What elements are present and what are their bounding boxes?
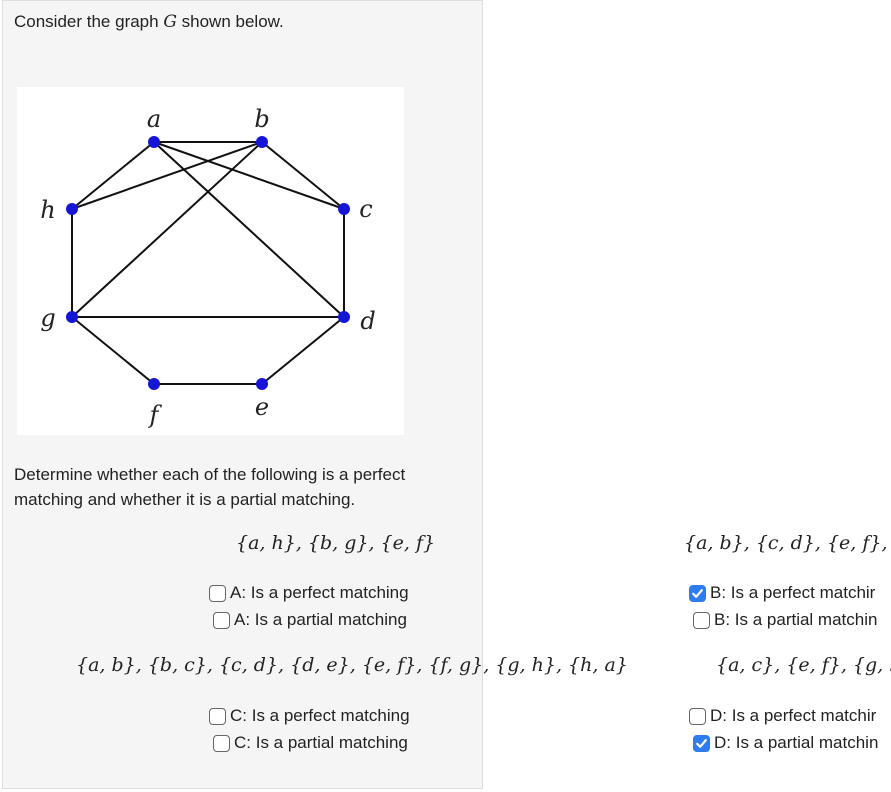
edge-b-g — [71, 141, 263, 318]
option-c-perfect-label: C: Is a perfect matching — [230, 706, 410, 725]
prompt-line-2: matching and whether it is a partial mat… — [14, 490, 356, 509]
graph-variable: G — [163, 12, 177, 32]
option-d-perfect-label: D: Is a perfect matchir — [710, 706, 877, 725]
option-c-perfect[interactable]: C: Is a perfect matching — [209, 705, 410, 727]
prompt-text: Determine whether each of the following … — [14, 462, 405, 512]
option-a-partial-label: A: Is a partial matching — [234, 610, 407, 629]
option-b-perfect-label: B: Is a perfect matchir — [710, 583, 876, 602]
set-b: {a, b}, {c, d}, {e, f}, {g — [684, 532, 891, 554]
option-b-perfect[interactable]: B: Is a perfect matchir — [689, 582, 875, 604]
edge-f-g — [71, 316, 155, 385]
checkmark-icon — [692, 588, 703, 598]
edge-a-d — [153, 141, 345, 318]
vertex-label-h: h — [40, 196, 55, 224]
option-d-partial-label: D: Is a partial matchin — [714, 733, 879, 752]
option-c-partial[interactable]: C: Is a partial matching — [213, 732, 408, 754]
checkbox-d-perfect[interactable] — [689, 707, 706, 725]
set-a: {a, h}, {b, g}, {e, f} — [236, 532, 436, 554]
vertex-label-b: b — [254, 105, 269, 133]
option-a-perfect[interactable]: A: Is a perfect matching — [209, 582, 409, 604]
checkbox-d-partial[interactable] — [693, 734, 710, 752]
option-d-partial[interactable]: D: Is a partial matchin — [693, 732, 878, 754]
edge-d-e — [261, 316, 345, 385]
option-a-perfect-label: A: Is a perfect matching — [230, 583, 409, 602]
option-a-partial[interactable]: A: Is a partial matching — [213, 609, 407, 631]
checkbox-c-perfect[interactable] — [209, 707, 226, 725]
checkmark-icon — [696, 738, 707, 748]
checkbox-a-partial[interactable] — [213, 611, 230, 629]
vertex-label-e: e — [255, 393, 269, 421]
edge-b-c — [261, 141, 345, 210]
vertex-h — [66, 203, 78, 215]
vertex-c — [338, 203, 350, 215]
edge-a-h — [71, 141, 155, 210]
vertex-label-a: a — [147, 105, 161, 133]
option-b-partial-label: B: Is a partial matchin — [714, 610, 878, 629]
checkbox-b-partial[interactable] — [693, 611, 710, 629]
vertex-g — [66, 311, 78, 323]
vertex-f — [148, 378, 160, 390]
graph-svg: a b c d e f g h — [40, 105, 375, 429]
checkbox-a-perfect[interactable] — [209, 584, 226, 602]
option-c-partial-label: C: Is a partial matching — [234, 733, 408, 752]
set-d: {a, c}, {e, f}, {g, h} — [716, 654, 891, 676]
checkbox-c-partial[interactable] — [213, 734, 230, 752]
vertex-label-f: f — [148, 401, 163, 429]
vertex-d — [338, 311, 350, 323]
vertex-label-d: d — [360, 307, 375, 335]
graph-figure: a b c d e f g h — [17, 87, 404, 435]
vertex-label-g: g — [40, 304, 55, 332]
option-b-partial[interactable]: B: Is a partial matchin — [693, 609, 877, 631]
question-panel: Consider the graph G shown below. a b c d e f… — [2, 0, 483, 789]
edge-a-c — [153, 141, 345, 210]
option-d-perfect[interactable]: D: Is a perfect matchir — [689, 705, 876, 727]
prompt-line-1: Determine whether each of the following … — [14, 465, 406, 484]
checkbox-b-perfect[interactable] — [689, 584, 706, 602]
vertex-e — [256, 378, 268, 390]
intro-text: Consider the graph G shown below. — [14, 12, 284, 32]
edge-b-h — [71, 141, 263, 210]
vertex-b — [256, 136, 268, 148]
set-c: {a, b}, {b, c}, {c, d}, {d, e}, {e, f}, … — [76, 654, 628, 676]
vertex-a — [148, 136, 160, 148]
vertex-label-c: c — [359, 195, 372, 223]
